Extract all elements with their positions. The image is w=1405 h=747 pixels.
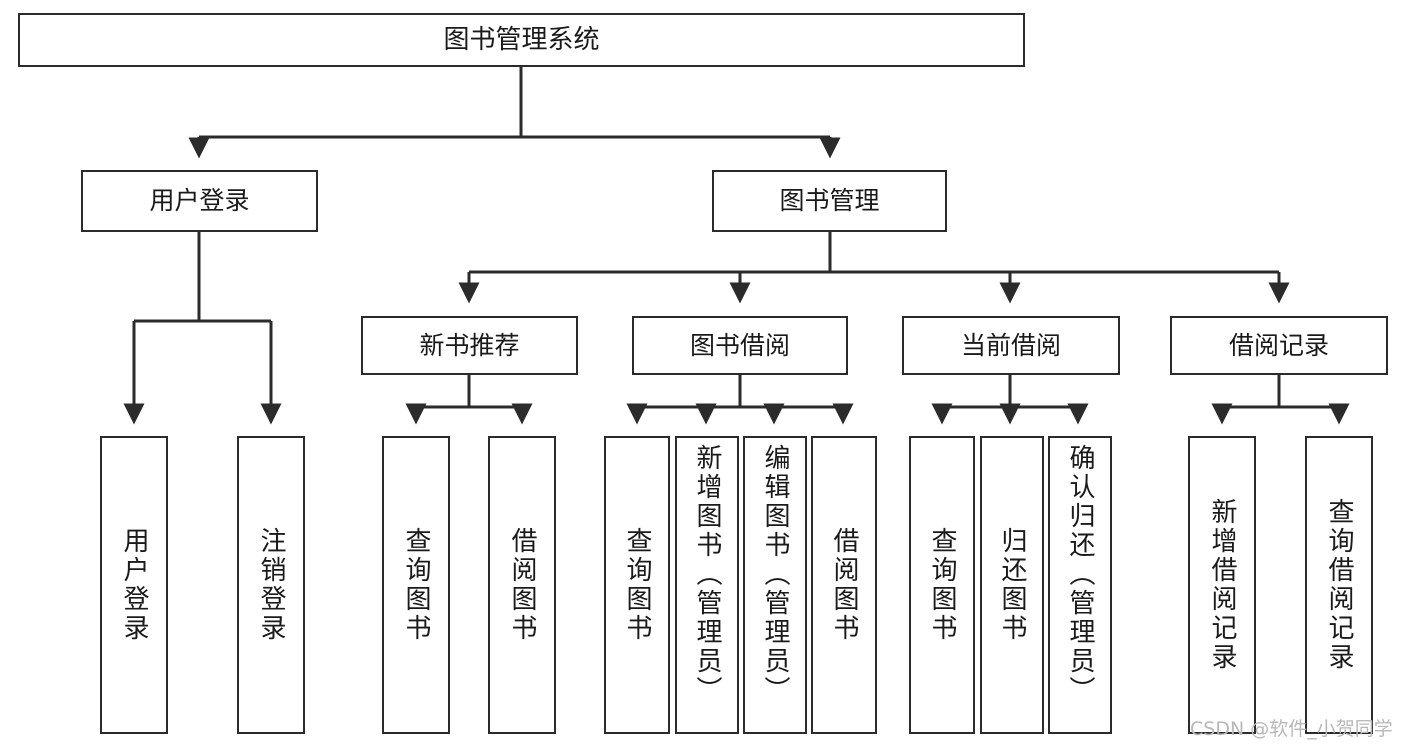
node-label: 查询图书 [927, 527, 957, 643]
node-book-borrow[interactable]: 图书借阅 [632, 316, 848, 375]
csdn-watermark: CSDN @软件_小贺同学 [1190, 718, 1393, 740]
node-label: 借阅记录 [1228, 330, 1329, 360]
node-leaf-query-borrow-record[interactable]: 查询借阅记录 [1305, 436, 1373, 734]
node-leaf-borrow-book-recommend[interactable]: 借阅图书 [488, 436, 556, 734]
node-leaf-borrow-book-borrow[interactable]: 借阅图书 [811, 436, 877, 734]
node-label: 图书管理系统 [443, 24, 600, 55]
node-label: 图书管理 [779, 186, 880, 216]
node-leaf-user-logout[interactable]: 注销登录 [237, 436, 305, 734]
node-label: 借阅图书 [829, 527, 859, 643]
node-leaf-query-book-recommend[interactable]: 查询图书 [382, 436, 450, 734]
node-label: 当前借阅 [960, 330, 1061, 360]
node-borrow-record[interactable]: 借阅记录 [1170, 316, 1388, 375]
node-leaf-return-book[interactable]: 归还图书 [980, 436, 1044, 734]
node-leaf-user-login[interactable]: 用户登录 [100, 436, 168, 734]
node-root-book-management-system[interactable]: 图书管理系统 [18, 13, 1025, 67]
node-user-login[interactable]: 用户登录 [81, 170, 318, 232]
node-label: 图书借阅 [689, 330, 790, 360]
node-label: 查询借阅记录 [1324, 498, 1354, 672]
node-leaf-query-book-borrow[interactable]: 查询图书 [604, 436, 670, 734]
node-current-borrow[interactable]: 当前借阅 [902, 316, 1120, 375]
node-label: 借阅图书 [507, 527, 537, 643]
node-label: 新书推荐 [419, 330, 520, 360]
node-leaf-add-borrow-record[interactable]: 新增借阅记录 [1188, 436, 1256, 734]
node-leaf-confirm-return-admin[interactable]: 确认归还（管理员） [1048, 436, 1112, 734]
node-label: 用户登录 [119, 527, 149, 643]
node-book-management[interactable]: 图书管理 [712, 170, 947, 232]
node-label: 编辑图书（管理员） [760, 444, 790, 705]
node-label: 归还图书 [997, 527, 1027, 643]
node-label: 注销登录 [256, 527, 286, 643]
node-label: 确认归还（管理员） [1065, 444, 1095, 705]
node-leaf-query-book-current[interactable]: 查询图书 [909, 436, 975, 734]
node-label: 新增借阅记录 [1207, 498, 1237, 672]
node-label: 用户登录 [149, 186, 250, 216]
node-leaf-edit-book-admin[interactable]: 编辑图书（管理员） [743, 436, 807, 734]
node-label: 查询图书 [622, 527, 652, 643]
node-leaf-add-book-admin[interactable]: 新增图书（管理员） [675, 436, 739, 734]
node-label: 查询图书 [401, 527, 431, 643]
node-new-book-recommendation[interactable]: 新书推荐 [361, 316, 578, 375]
node-label: 新增图书（管理员） [692, 444, 722, 705]
